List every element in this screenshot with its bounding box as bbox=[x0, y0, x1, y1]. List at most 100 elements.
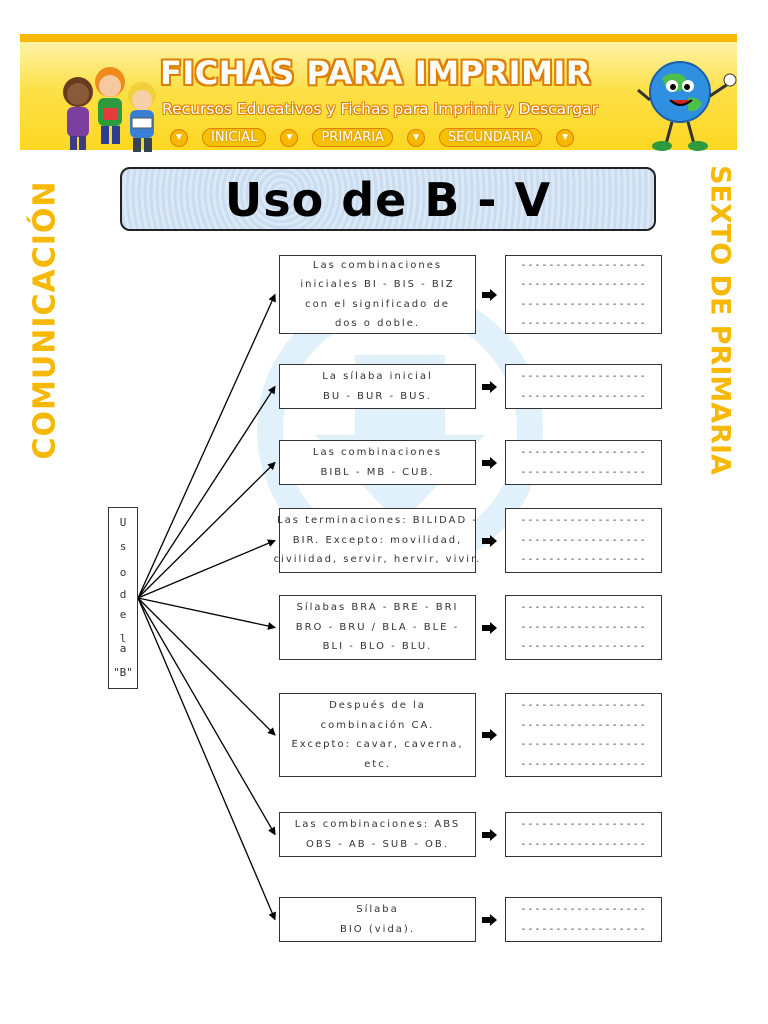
connector-arrow bbox=[137, 597, 276, 921]
connector-arrow bbox=[137, 597, 276, 630]
globe-mascot-icon bbox=[637, 61, 737, 151]
arrow-right-icon bbox=[482, 456, 497, 469]
rule-text-line: iniciales BI - BIS - BIZ bbox=[300, 279, 455, 290]
subject-label: COMUNICACIÓN bbox=[20, 160, 70, 480]
nav-item-inicial[interactable]: INICIAL bbox=[202, 128, 267, 147]
chevron-down-icon: ▼ bbox=[280, 128, 299, 147]
rule-text-line: civilidad, servir, hervir, vivir. bbox=[273, 554, 482, 566]
rule-text-line: La sílaba inicial bbox=[322, 371, 433, 382]
worksheet-title-box: Uso de B - V bbox=[120, 167, 656, 231]
root-label-char: d bbox=[119, 588, 127, 601]
answer-field[interactable]: ------------------ ------------------ bbox=[505, 812, 662, 857]
arrow-right-icon bbox=[482, 380, 497, 393]
answer-blank-line[interactable]: ------------------ bbox=[520, 758, 647, 770]
rule-text-line: Las combinaciones: ABS bbox=[294, 819, 461, 830]
answer-field[interactable]: ------------------ ------------------ ----… bbox=[505, 508, 662, 573]
kids-illustration-icon bbox=[63, 67, 156, 152]
root-label-char: U bbox=[119, 516, 127, 529]
chevron-down-icon: ▼ bbox=[556, 128, 575, 147]
site-subtitle: Recursos Educativos y Fichas para Imprim… bbox=[162, 100, 598, 118]
nav-item-secundaria[interactable]: SECUNDARIA bbox=[439, 128, 543, 147]
answer-blank-line[interactable]: ------------------ bbox=[520, 466, 647, 478]
answer-field[interactable]: ------------------ ------------------ ----… bbox=[505, 255, 662, 334]
rule-text-line: con el significado de bbox=[305, 298, 450, 310]
answer-blank-line[interactable]: ------------------ bbox=[520, 739, 647, 750]
rule-text-line: BIO (vida). bbox=[339, 923, 415, 935]
answer-blank-line[interactable]: ------------------ bbox=[520, 447, 647, 458]
arrow-right-icon bbox=[482, 729, 497, 741]
arrow-right-icon bbox=[482, 913, 497, 926]
rule-box: Después de la combinación CA. Excepto: cav… bbox=[279, 693, 476, 777]
answer-blank-line[interactable]: ------------------ bbox=[520, 641, 647, 653]
rule-text-line: BIBL - MB - CUB. bbox=[320, 466, 435, 478]
rule-text-line: Sílaba bbox=[356, 904, 399, 915]
arrow-right-icon bbox=[482, 621, 497, 634]
answer-blank-line[interactable]: ------------------ bbox=[520, 838, 647, 850]
answer-blank-line[interactable]: ------------------ bbox=[520, 279, 647, 290]
rule-box: La sílaba inicial BU - BUR - BUS. bbox=[279, 364, 476, 409]
root-label-char: a bbox=[119, 642, 127, 655]
nav-bar: ▼ INICIAL ▼ PRIMARIA ▼ SECUNDARIA ▼ bbox=[170, 128, 575, 147]
chevron-down-icon: ▼ bbox=[170, 128, 188, 147]
worksheet-title: Uso de B - V bbox=[224, 173, 552, 227]
answer-field[interactable]: ------------------ ------------------ ----… bbox=[505, 595, 662, 660]
answer-blank-line[interactable]: ------------------ bbox=[520, 819, 647, 830]
rule-text-line: Excepto: cavar, caverna, bbox=[291, 739, 464, 750]
rule-text-line: BRO - BRU / BLA - BLE - bbox=[295, 621, 460, 633]
answer-blank-line[interactable]: ------------------ bbox=[520, 719, 647, 731]
rule-text-line: combinación CA. bbox=[320, 719, 435, 731]
answer-blank-line[interactable]: ------------------ bbox=[520, 259, 647, 271]
answer-blank-line[interactable]: ------------------ bbox=[520, 554, 647, 566]
subject-label-text: COMUNICACIÓN bbox=[27, 180, 63, 460]
rule-text-line: Las combinaciones bbox=[312, 447, 443, 458]
rule-text-line: Las combinaciones bbox=[312, 259, 443, 271]
arrow-right-icon bbox=[482, 534, 497, 547]
answer-field[interactable]: ------------------ ------------------ bbox=[505, 440, 662, 485]
rule-text-line: Sílabas BRA - BRE - BRI bbox=[296, 602, 459, 614]
rule-text-line: BU - BUR - BUS. bbox=[323, 390, 432, 402]
answer-blank-line[interactable]: ------------------ bbox=[520, 534, 647, 546]
chevron-down-icon: ▼ bbox=[407, 128, 426, 147]
answer-blank-line[interactable]: ------------------ bbox=[520, 602, 647, 614]
answer-blank-line[interactable]: ------------------ bbox=[520, 621, 647, 633]
root-label-char: e bbox=[119, 608, 127, 621]
connector-arrow bbox=[137, 597, 276, 836]
grade-label-text: SEXTO DE PRIMARIA bbox=[704, 165, 736, 475]
root-label-char: l bbox=[119, 632, 127, 645]
rule-box: Las combinaciones iniciales BI - BIS - BI… bbox=[279, 255, 476, 334]
answer-blank-line[interactable]: ------------------ bbox=[520, 371, 647, 382]
answer-blank-line[interactable]: ------------------ bbox=[520, 298, 647, 310]
answer-blank-line[interactable]: ------------------ bbox=[520, 700, 647, 711]
answer-blank-line[interactable]: ------------------ bbox=[520, 390, 647, 402]
site-title[interactable]: FICHAS PARA IMPRIMIR bbox=[160, 54, 591, 92]
root-label-char: s bbox=[119, 540, 127, 553]
rule-text-line: etc. bbox=[364, 758, 391, 770]
rule-text-line: dos o doble. bbox=[334, 318, 421, 329]
rule-box: Las terminaciones: BILIDAD - BIR. Excepto… bbox=[274, 508, 479, 573]
grade-label: SEXTO DE PRIMARIA bbox=[696, 160, 746, 480]
rule-box: Sílabas BRA - BRE - BRI BRO - BRU / BLA -… bbox=[279, 595, 476, 660]
connector-arrow bbox=[137, 597, 276, 736]
answer-blank-line[interactable]: ------------------ bbox=[520, 923, 647, 935]
answer-field[interactable]: ------------------ ------------------ bbox=[505, 897, 662, 942]
arrow-right-icon bbox=[482, 828, 497, 841]
root-label-char: o bbox=[119, 566, 127, 579]
answer-blank-line[interactable]: ------------------ bbox=[520, 318, 647, 329]
rule-text-line: OBS - AB - SUB - OB. bbox=[306, 838, 449, 850]
rule-box: Las combinaciones: ABS OBS - AB - SUB - O… bbox=[279, 812, 476, 857]
answer-field[interactable]: ------------------ ------------------ ----… bbox=[505, 693, 662, 777]
answer-blank-line[interactable]: ------------------ bbox=[520, 904, 647, 915]
arrow-right-icon bbox=[482, 288, 497, 301]
answer-field[interactable]: ------------------ ------------------ bbox=[505, 364, 662, 409]
answer-blank-line[interactable]: ------------------ bbox=[520, 515, 647, 527]
header-banner: FICHAS PARA IMPRIMIR Recursos Educativos… bbox=[20, 34, 737, 152]
rule-text-line: BLI - BLO - BLU. bbox=[322, 641, 433, 653]
rule-text-line: Las terminaciones: BILIDAD - bbox=[277, 515, 478, 527]
rule-text-line: BIR. Excepto: movilidad, bbox=[292, 534, 463, 546]
nav-item-primaria[interactable]: PRIMARIA bbox=[312, 128, 394, 147]
root-label-char: "B" bbox=[113, 666, 133, 679]
rule-text-line: Después de la bbox=[329, 700, 426, 711]
